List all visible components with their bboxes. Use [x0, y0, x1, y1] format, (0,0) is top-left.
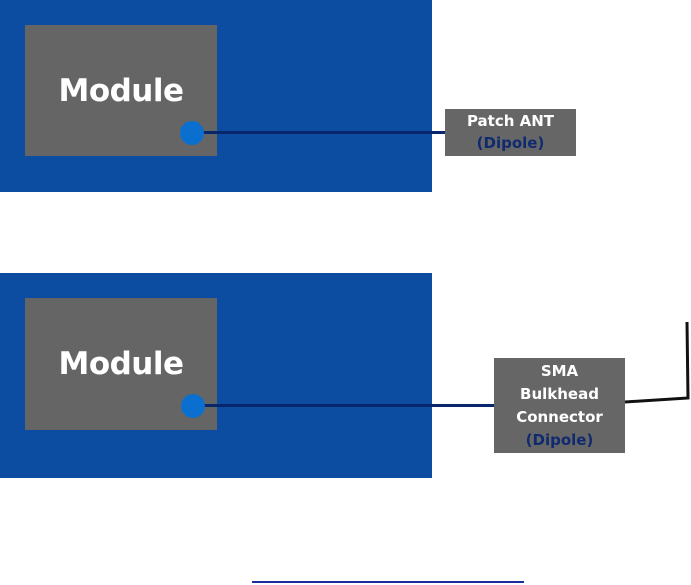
dipole-antenna-icon — [625, 322, 688, 402]
footer-divider — [252, 581, 524, 583]
